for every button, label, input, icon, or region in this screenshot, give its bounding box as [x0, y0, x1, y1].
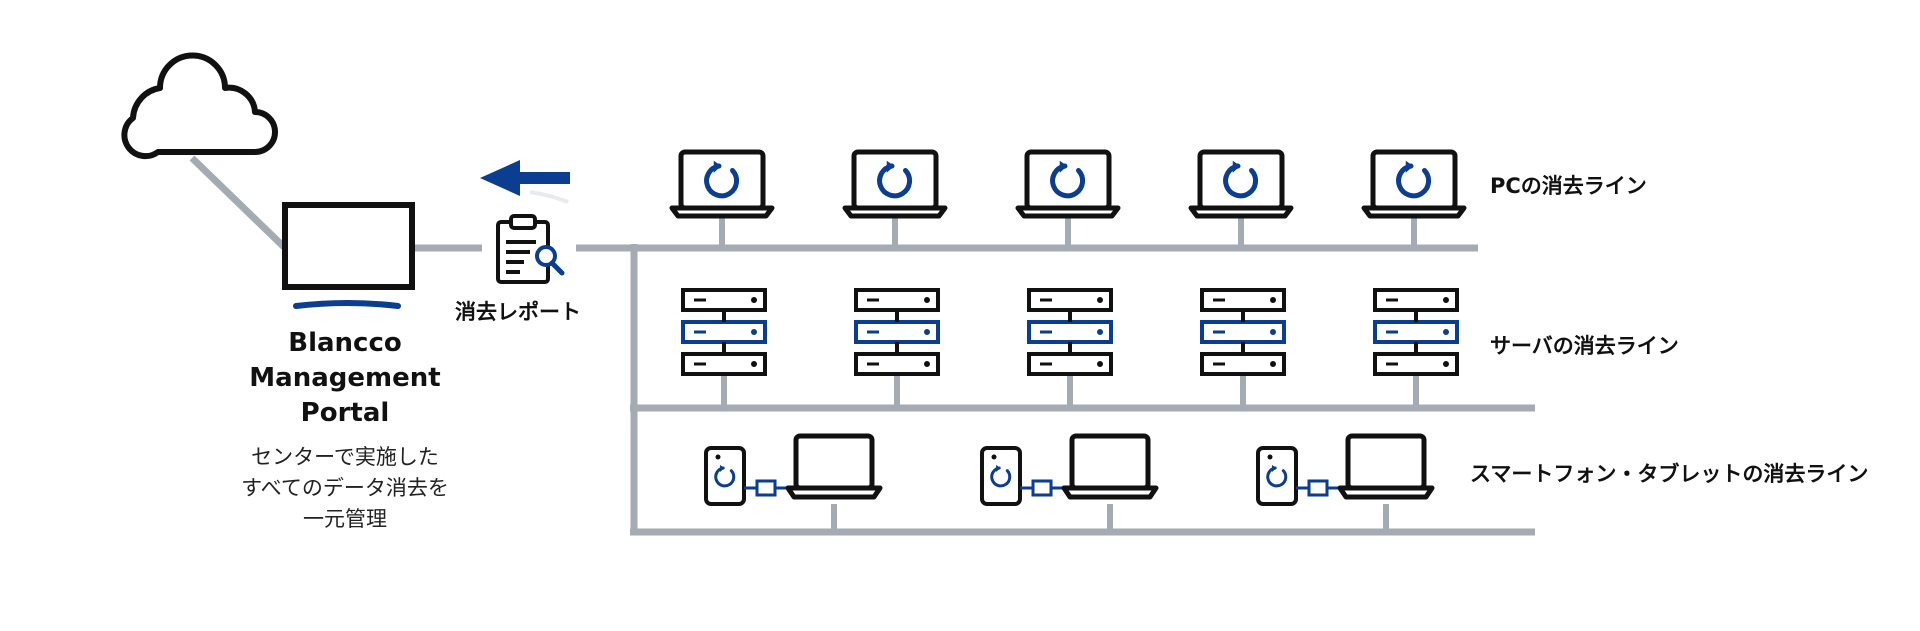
server-row: [681, 288, 1459, 408]
laptop-refresh-icon: [1015, 149, 1121, 248]
cloud-link-line: [189, 155, 288, 251]
portal-description: センターで実施した すべてのデータ消去を 一元管理: [200, 442, 490, 535]
portal-title-line: Portal: [300, 398, 390, 428]
arrow-left-icon: [480, 160, 570, 196]
laptop-refresh-icon: [1361, 149, 1467, 248]
portal-desc-line: センターで実施した: [251, 445, 439, 469]
usb-connector-icon: [1296, 479, 1342, 497]
report-label: 消去レポート: [455, 300, 581, 324]
phone-laptop-set: [1256, 433, 1435, 532]
server-line-label: サーバの消去ライン: [1490, 334, 1679, 358]
laptop-refresh-icon: [1188, 149, 1294, 248]
mobile-row: [704, 433, 1435, 532]
server-rack-icon: [1373, 288, 1459, 408]
server-rack-icon: [1200, 288, 1286, 408]
server-rack-icon: [854, 288, 940, 408]
phone-refresh-icon: [704, 446, 746, 506]
pc-line-label: PCの消去ライン: [1490, 174, 1647, 198]
server-rack-icon: [681, 288, 767, 408]
arrow-shadow: [529, 190, 569, 204]
portal-desc-line: すべてのデータ消去を: [241, 476, 449, 500]
pc-row: [669, 149, 1467, 248]
usb-connector-icon: [744, 479, 790, 497]
clipboard-search-icon: [496, 214, 565, 284]
portal-title-line: Management: [249, 363, 441, 393]
monitor-icon: [282, 202, 415, 309]
laptop-refresh-icon: [842, 149, 948, 248]
phone-laptop-set: [704, 433, 883, 532]
portal-title-line: Blancco: [288, 328, 402, 358]
server-rack-icon: [1027, 288, 1113, 408]
mobile-line-label: スマートフォン・タブレットの消去ライン: [1470, 462, 1869, 486]
phone-laptop-set: [980, 433, 1159, 532]
usb-connector-icon: [1020, 479, 1066, 497]
phone-refresh-icon: [980, 446, 1022, 506]
phone-refresh-icon: [1256, 446, 1298, 506]
cloud-icon: [121, 52, 278, 160]
portal-desc-line: 一元管理: [303, 507, 387, 531]
laptop-icon: [785, 433, 883, 500]
laptop-refresh-icon: [669, 149, 775, 248]
portal-title: Blancco Management Portal: [230, 326, 460, 431]
laptop-icon: [1061, 433, 1159, 500]
laptop-icon: [1337, 433, 1435, 500]
